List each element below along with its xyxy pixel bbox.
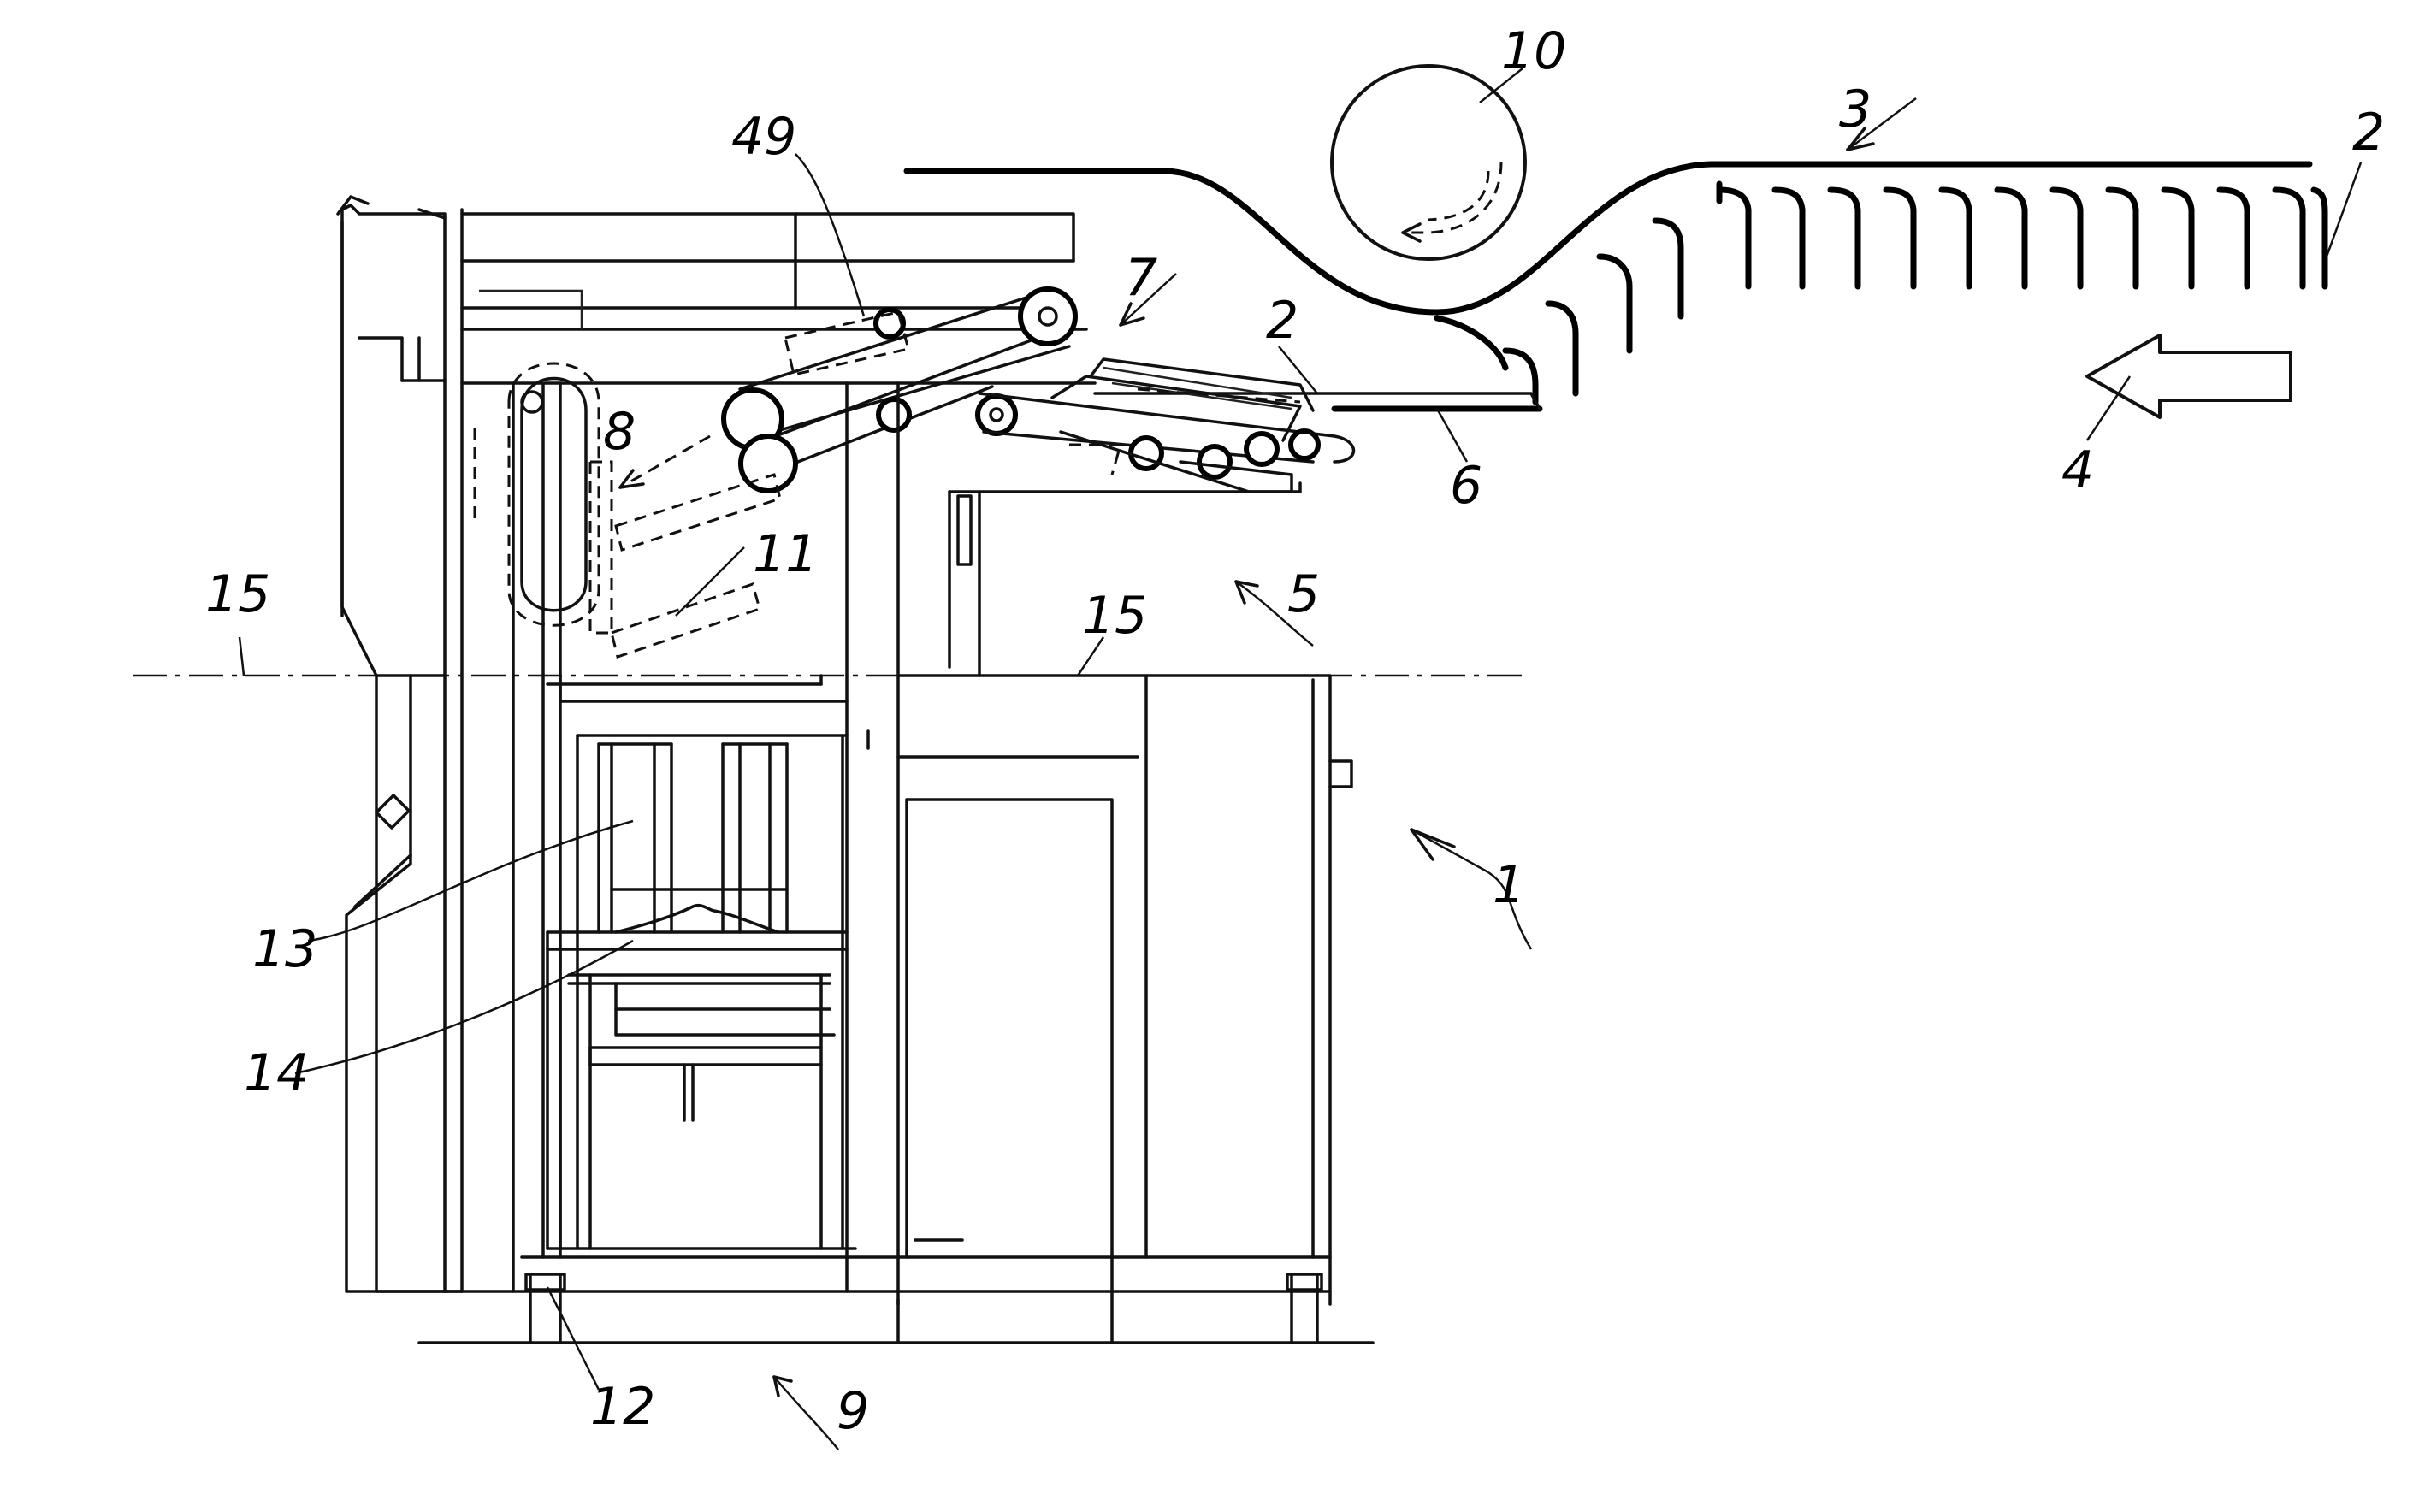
label-7: 7: [1125, 248, 1157, 308]
label-11: 11: [753, 524, 818, 584]
label-49: 49: [731, 107, 796, 167]
feed-direction-arrow: [2087, 335, 2291, 417]
product-stream: [907, 164, 2325, 409]
machine-frame: [338, 197, 1373, 1343]
label-1: 1: [1493, 855, 1525, 915]
label-8: 8: [603, 402, 636, 462]
label-9: 9: [837, 1381, 869, 1441]
label-2-right: 2: [2352, 103, 2385, 162]
leader-lines: [240, 68, 2361, 1450]
label-4: 4: [2061, 440, 2094, 500]
label-3: 3: [1839, 80, 1872, 139]
label-10: 10: [1501, 21, 1566, 81]
label-15-right: 15: [1082, 586, 1147, 646]
label-6: 6: [1450, 456, 1482, 516]
hanging-products: [1437, 184, 2325, 402]
label-12: 12: [590, 1377, 655, 1437]
transfer-unit: [462, 214, 1354, 657]
label-2-lower: 2: [1266, 291, 1298, 351]
label-14: 14: [244, 1043, 309, 1103]
label-5: 5: [1287, 564, 1320, 624]
label-13: 13: [252, 919, 317, 979]
reference-numerals: 1 2 2 3 4 5 6 7 8 9 10 11 12 13 14 15 15…: [205, 21, 2385, 1441]
drum-10: [1332, 66, 1525, 259]
label-15-left: 15: [205, 564, 270, 624]
